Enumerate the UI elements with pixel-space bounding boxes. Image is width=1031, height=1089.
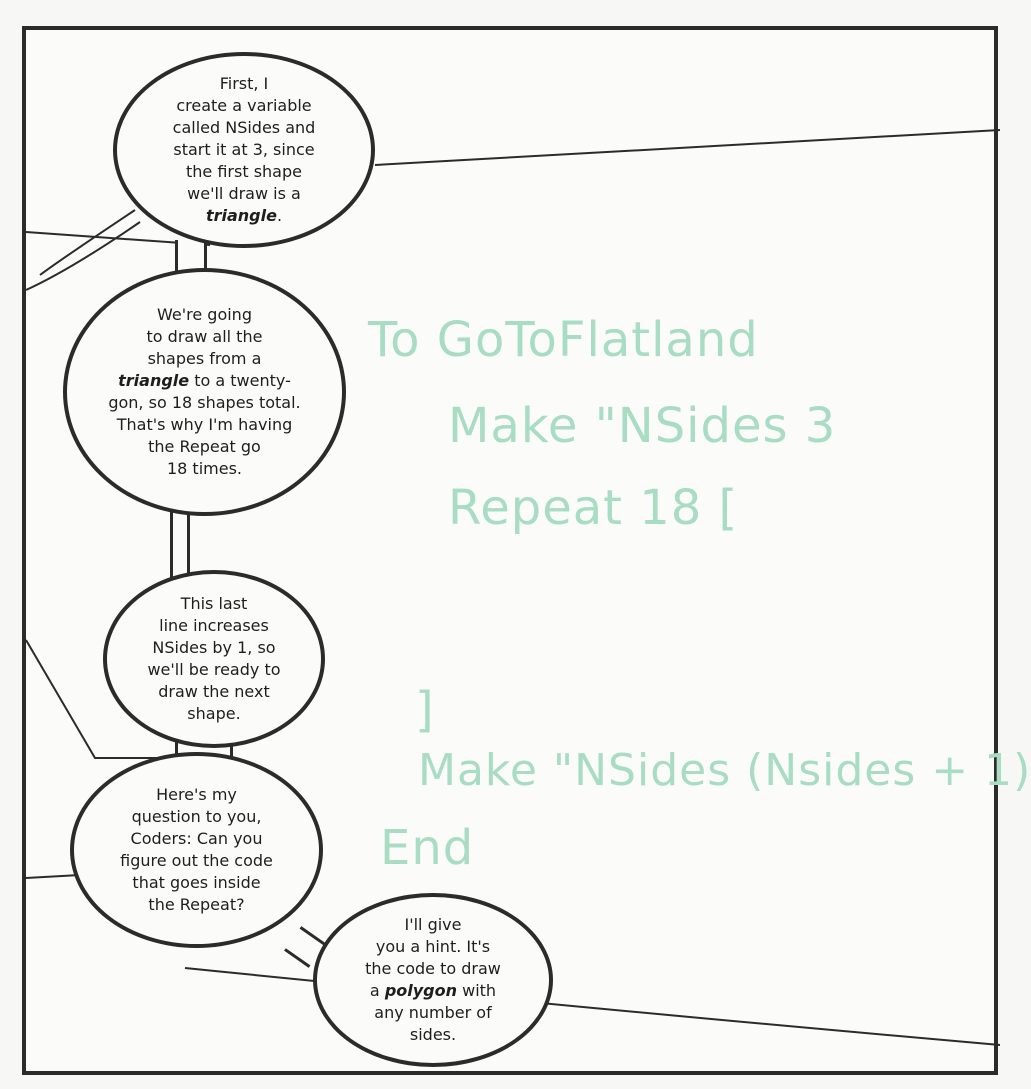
code-line-close-bracket: ] [415, 682, 435, 738]
connector-2-3 [170, 508, 190, 588]
speech-bubble-1: First, I create a variable called NSides… [113, 52, 375, 248]
bubble-2-emphasis: triangle [118, 371, 190, 390]
bubble-1-text: First, I create a variable called NSides… [172, 74, 316, 203]
bubble-5-text-end: with any number of sides. [374, 981, 497, 1044]
bubble-3-text: This last line increases NSides by 1, so… [147, 594, 281, 723]
speech-bubble-4: Here's my question to you, Coders: Can y… [70, 752, 323, 948]
bubble-2-text: We're going to draw all the shapes from … [146, 305, 263, 368]
bubble-1-emphasis: triangle [205, 206, 277, 225]
code-line-end: End [380, 820, 475, 876]
bubble-5-text: I'll give you a hint. It's the code to d… [365, 915, 501, 1000]
bubble-4-text: Here's my question to you, Coders: Can y… [120, 785, 273, 914]
bubble-1-text-end: . [276, 206, 283, 225]
speech-bubble-3: This last line increases NSides by 1, so… [103, 570, 325, 748]
speech-bubble-2: We're going to draw all the shapes from … [63, 268, 346, 516]
code-line-procedure: To GoToFlatland [368, 312, 759, 368]
code-line-repeat: Repeat 18 [ [448, 480, 739, 536]
bubble-2-text-end: to a twenty- gon, so 18 shapes total. Th… [108, 371, 301, 478]
code-line-increment: Make "NSides (Nsides + 1) [418, 745, 1031, 796]
bubble-5-emphasis: polygon [384, 981, 458, 1000]
speech-bubble-5: I'll give you a hint. It's the code to d… [313, 893, 553, 1067]
code-line-make-nsides: Make "NSides 3 [448, 398, 837, 454]
